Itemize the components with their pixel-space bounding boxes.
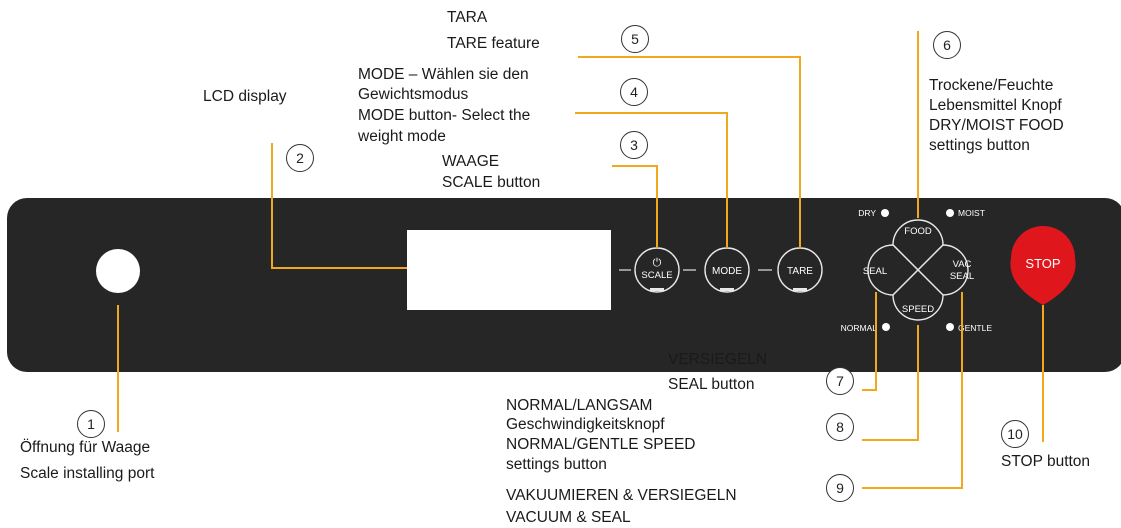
scale-installing-port[interactable]	[96, 249, 140, 293]
food-button-label: FOOD	[904, 226, 932, 237]
food-button[interactable]: FOOD	[892, 219, 944, 271]
scale-icon	[793, 288, 807, 291]
callout-number-10: 10	[1001, 420, 1029, 448]
vac-seal-button-label-1: VAC	[953, 259, 972, 270]
label-scale-en: SCALE button	[442, 174, 541, 191]
tare-button-label: TARE	[787, 266, 813, 277]
callout-number-7: 7	[826, 367, 854, 395]
label-seal-de: VERSIEGELN	[668, 351, 768, 368]
leader-line-9	[862, 292, 963, 489]
speed-button-label: SPEED	[902, 304, 934, 315]
scale-button-label: SCALE	[641, 270, 672, 281]
label-tare-en: TARE feature	[447, 35, 540, 52]
callout-number-5: 5	[621, 25, 649, 53]
seal-button[interactable]: SEAL	[863, 244, 919, 296]
leader-line-3	[612, 165, 658, 248]
label-food-en-1: DRY/MOIST FOOD	[929, 117, 1064, 134]
vac-seal-button[interactable]: VAC SEAL	[917, 244, 974, 296]
label-food-en-2: settings button	[929, 137, 1030, 154]
label-mode-en-2: weight mode	[358, 128, 446, 145]
indicator-gentle-led	[946, 323, 954, 331]
label-stop: STOP button	[1001, 453, 1091, 470]
indicator-moist-led	[946, 209, 954, 217]
power-icon: ⏻	[653, 257, 662, 269]
label-speed-de-1: NORMAL/LANGSAM	[506, 397, 653, 414]
label-speed-en-2: settings button	[506, 456, 607, 473]
label-food-de-2: Lebensmittel Knopf	[929, 97, 1062, 114]
callout-number-1: 1	[77, 410, 105, 438]
label-vac-seal-de: VAKUUMIEREN & VERSIEGELN	[506, 487, 737, 504]
leader-line-2	[271, 143, 407, 269]
label-scale-de: WAAGE	[442, 153, 500, 170]
indicator-dry-led	[881, 209, 889, 217]
leader-line-5	[578, 56, 801, 248]
label-tare-de: TARA	[447, 9, 488, 26]
label-seal-en: SEAL button	[668, 376, 755, 393]
scale-icon	[720, 288, 734, 291]
mode-button-label: MODE	[712, 266, 742, 277]
scale-icon	[650, 288, 664, 291]
leader-line-7	[862, 292, 877, 391]
lcd-display	[407, 230, 611, 310]
callout-number-8: 8	[826, 413, 854, 441]
label-speed-de-2: Geschwindigkeitsknopf	[506, 416, 665, 433]
label-scale-port-de: Öffnung für Waage	[20, 439, 151, 456]
indicator-normal-label: NORMAL	[841, 323, 878, 333]
callout-number-3: 3	[620, 131, 648, 159]
indicator-moist-label: MOIST	[958, 208, 985, 218]
tare-button[interactable]: TARE	[777, 247, 823, 293]
label-mode-de-1: MODE – Wählen sie den	[358, 66, 529, 83]
label-vac-seal-en: VACUUM & SEAL	[506, 509, 631, 526]
label-food-de-1: Trockene/Feuchte	[929, 77, 1054, 94]
leader-line-8	[862, 325, 919, 441]
mode-button[interactable]: MODE	[704, 247, 750, 293]
indicator-gentle-label: GENTLE	[958, 323, 992, 333]
vac-seal-button-label-2: SEAL	[950, 271, 974, 282]
callout-number-6: 6	[933, 31, 961, 59]
leader-lines	[117, 31, 1044, 489]
stop-button-label: STOP	[1025, 256, 1060, 271]
callout-number-2: 2	[286, 144, 314, 172]
indicator-dry-label: DRY	[858, 208, 876, 218]
seal-button-label: SEAL	[863, 266, 887, 277]
indicator-normal-led	[882, 323, 890, 331]
scale-button[interactable]: ⏻ SCALE	[634, 247, 680, 293]
leader-line-4	[575, 112, 728, 248]
speed-button[interactable]: SPEED	[892, 269, 944, 321]
callout-number-4: 4	[620, 78, 648, 106]
label-mode-de-2: Gewichtsmodus	[358, 86, 469, 103]
label-mode-en-1: MODE button- Select the	[358, 107, 531, 124]
stop-button[interactable]: STOP	[1010, 226, 1076, 305]
callout-number-9: 9	[826, 474, 854, 502]
label-scale-port-en: Scale installing port	[20, 465, 155, 482]
label-lcd-display: LCD display	[203, 88, 287, 105]
label-speed-en-1: NORMAL/GENTLE SPEED	[506, 436, 696, 453]
